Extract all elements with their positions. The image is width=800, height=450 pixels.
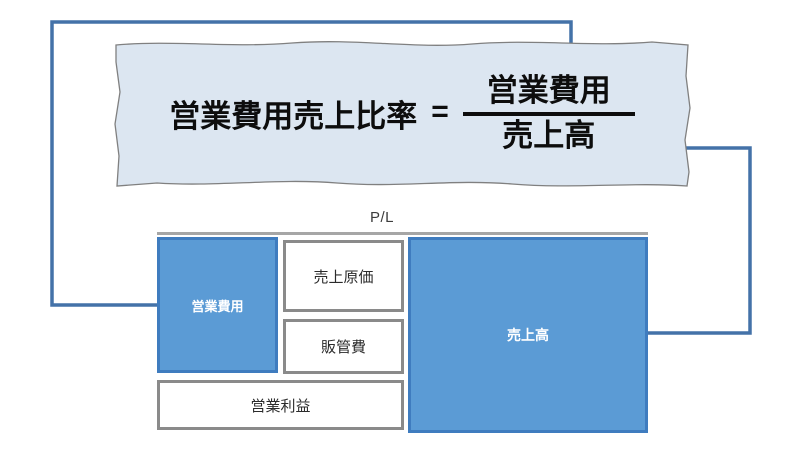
pl-statement-label: P/L (370, 209, 395, 226)
formula-numerator: 営業費用 (486, 72, 611, 108)
connector-opex-to-numerator (50, 20, 579, 307)
box-net-sales: 売上高 (408, 237, 648, 433)
formula-fraction-bar (462, 111, 635, 116)
formula-expression: 営業費用売上比率 = 営業費用 売上高 (112, 36, 692, 191)
box-operating-expenses: 営業費用 (157, 237, 278, 373)
box-operating-profit: 営業利益 (157, 380, 404, 430)
connector-sales-to-denominator (626, 143, 752, 335)
box-sga-expenses: 販管費 (283, 319, 404, 374)
box-cost-of-goods-sold: 売上原価 (283, 240, 404, 312)
formula-left-hand-side: 営業費用売上比率 (169, 99, 418, 134)
formula-banner: 営業費用売上比率 = 営業費用 売上高 (112, 36, 692, 191)
formula-fraction: 営業費用 売上高 (462, 72, 635, 153)
formula-denominator: 売上高 (502, 117, 596, 153)
pl-top-rule (157, 232, 648, 235)
formula-equals-sign: = (431, 94, 449, 128)
banner-torn-paper-shape (114, 41, 691, 187)
